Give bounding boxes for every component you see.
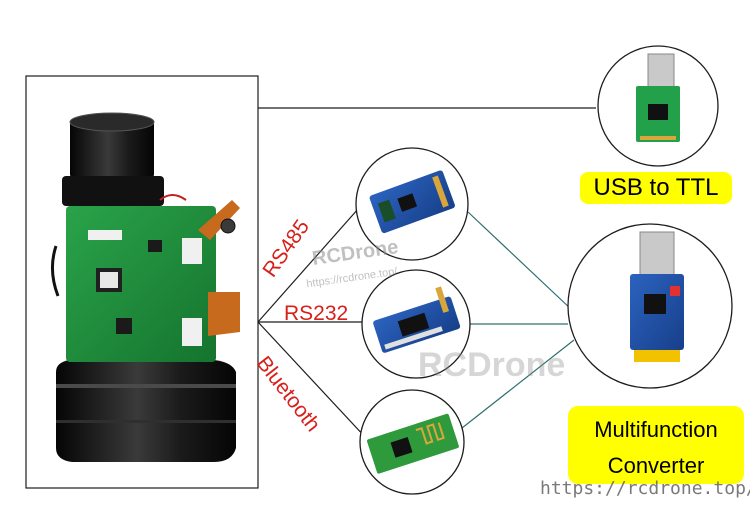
usb-ttl-adapter (597, 45, 719, 167)
mount-hole (220, 218, 236, 234)
multifunction-converter-label: Multifunction Converter (568, 406, 744, 484)
multifunction-label-line2: Converter (607, 453, 705, 478)
multifunction-plug (639, 231, 675, 279)
bluetooth-pcb (367, 413, 459, 474)
lower-barrel (56, 360, 236, 462)
multifunction-converter (567, 223, 733, 389)
top-lens-rim (69, 112, 155, 132)
rs232-chip (397, 312, 430, 337)
red-wire (159, 194, 187, 201)
black-wire (51, 245, 60, 297)
main-pcb (66, 206, 216, 362)
rs232-label: RS232 (284, 302, 349, 325)
barrel-ring-1 (56, 384, 236, 388)
multifunction-switch (670, 286, 680, 296)
usb-ttl-chip (648, 104, 668, 120)
multifunction-chip (644, 294, 666, 314)
pcb-label (100, 272, 118, 288)
watermark-url-corner: https://rcdrone.top/ (540, 478, 750, 499)
rs485-pins (432, 175, 449, 208)
rs485-chip (397, 193, 418, 212)
flex-cable-top (198, 200, 240, 240)
rs232-board (361, 269, 471, 379)
usb-to-ttl-label: USB to TTL (580, 172, 732, 204)
pcb-connector-right-2 (182, 238, 202, 264)
rs232-pins (435, 286, 450, 313)
multifunction-label-line1: Multifunction (594, 417, 718, 442)
rs485-terminal (377, 199, 396, 223)
lens-collar (62, 176, 164, 206)
line-rs485-to-converter (467, 211, 573, 311)
bluetooth-chip (390, 437, 413, 458)
usb-ttl-pins (640, 136, 676, 140)
multifunction-pins (634, 350, 680, 362)
line-to-rs485 (257, 199, 367, 323)
bluetooth-board (359, 389, 465, 495)
usb-ttl-plug (647, 53, 675, 89)
pcb-connector-top (88, 230, 122, 240)
main-module (25, 75, 259, 489)
bluetooth-antenna (415, 422, 445, 445)
pcb-connector-right (182, 318, 202, 346)
watermark-brand-large: RCDrone (418, 346, 566, 384)
top-lens (70, 118, 154, 180)
barrel-ring-2 (56, 420, 236, 423)
line-to-bluetooth (257, 321, 367, 439)
flex-cable-bottom (208, 292, 240, 336)
pcb-chip-2 (116, 318, 132, 334)
pcb-chip-3 (148, 240, 162, 252)
rs485-board (355, 147, 469, 261)
connector-lines (257, 107, 596, 439)
line-bluetooth-to-converter (461, 339, 575, 429)
rs232-pads (384, 326, 443, 350)
